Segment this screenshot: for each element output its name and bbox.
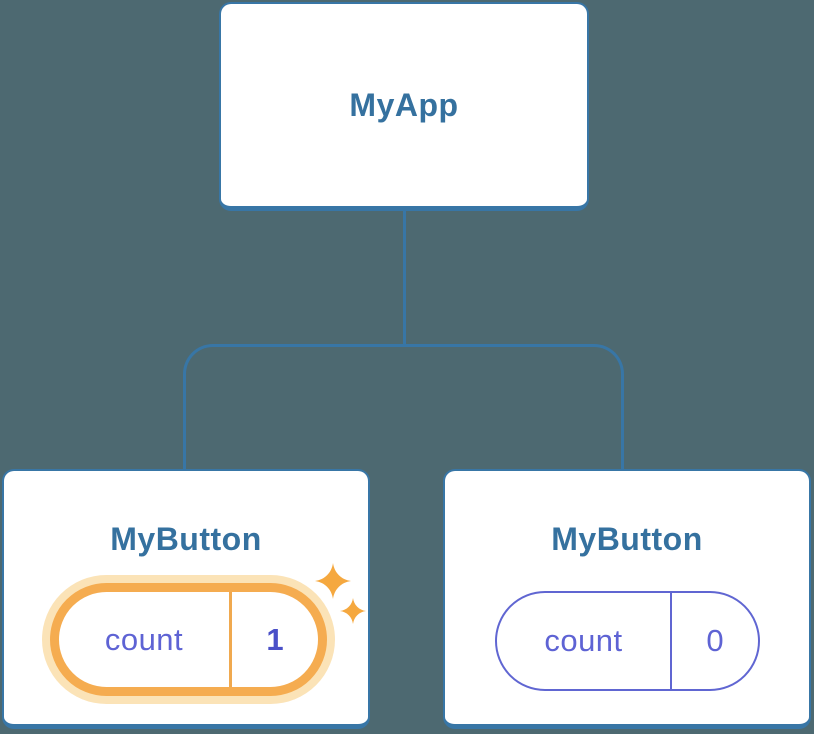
component-card-mybutton-2: MyButton count 0 xyxy=(443,469,811,729)
component-label-mybutton-1: MyButton xyxy=(110,521,262,557)
state-key-cell: count xyxy=(59,592,229,687)
component-card-mybutton-1: MyButton count 1 xyxy=(2,469,370,729)
state-pill-highlighted: count 1 xyxy=(50,583,327,696)
state-value-cell: 0 xyxy=(672,593,758,689)
state-pill-divider xyxy=(670,593,672,689)
state-value-cell: 1 xyxy=(232,592,318,687)
state-value: 1 xyxy=(266,621,284,657)
connector-stem xyxy=(403,211,406,347)
state-key-label: count xyxy=(544,623,623,658)
sparkle-icon-large xyxy=(315,563,351,599)
state-pill-divider xyxy=(229,592,232,687)
sparkle-icon-small xyxy=(340,598,366,624)
component-label-root: MyApp xyxy=(349,86,459,123)
connector-bracket xyxy=(183,344,624,470)
state-key-label: count xyxy=(104,621,184,657)
state-value: 0 xyxy=(706,623,724,658)
component-label-mybutton-2: MyButton xyxy=(551,521,703,557)
component-card-root: MyApp xyxy=(219,2,589,211)
state-key-cell: count xyxy=(497,593,670,689)
state-pill-plain: count 0 xyxy=(495,591,760,691)
